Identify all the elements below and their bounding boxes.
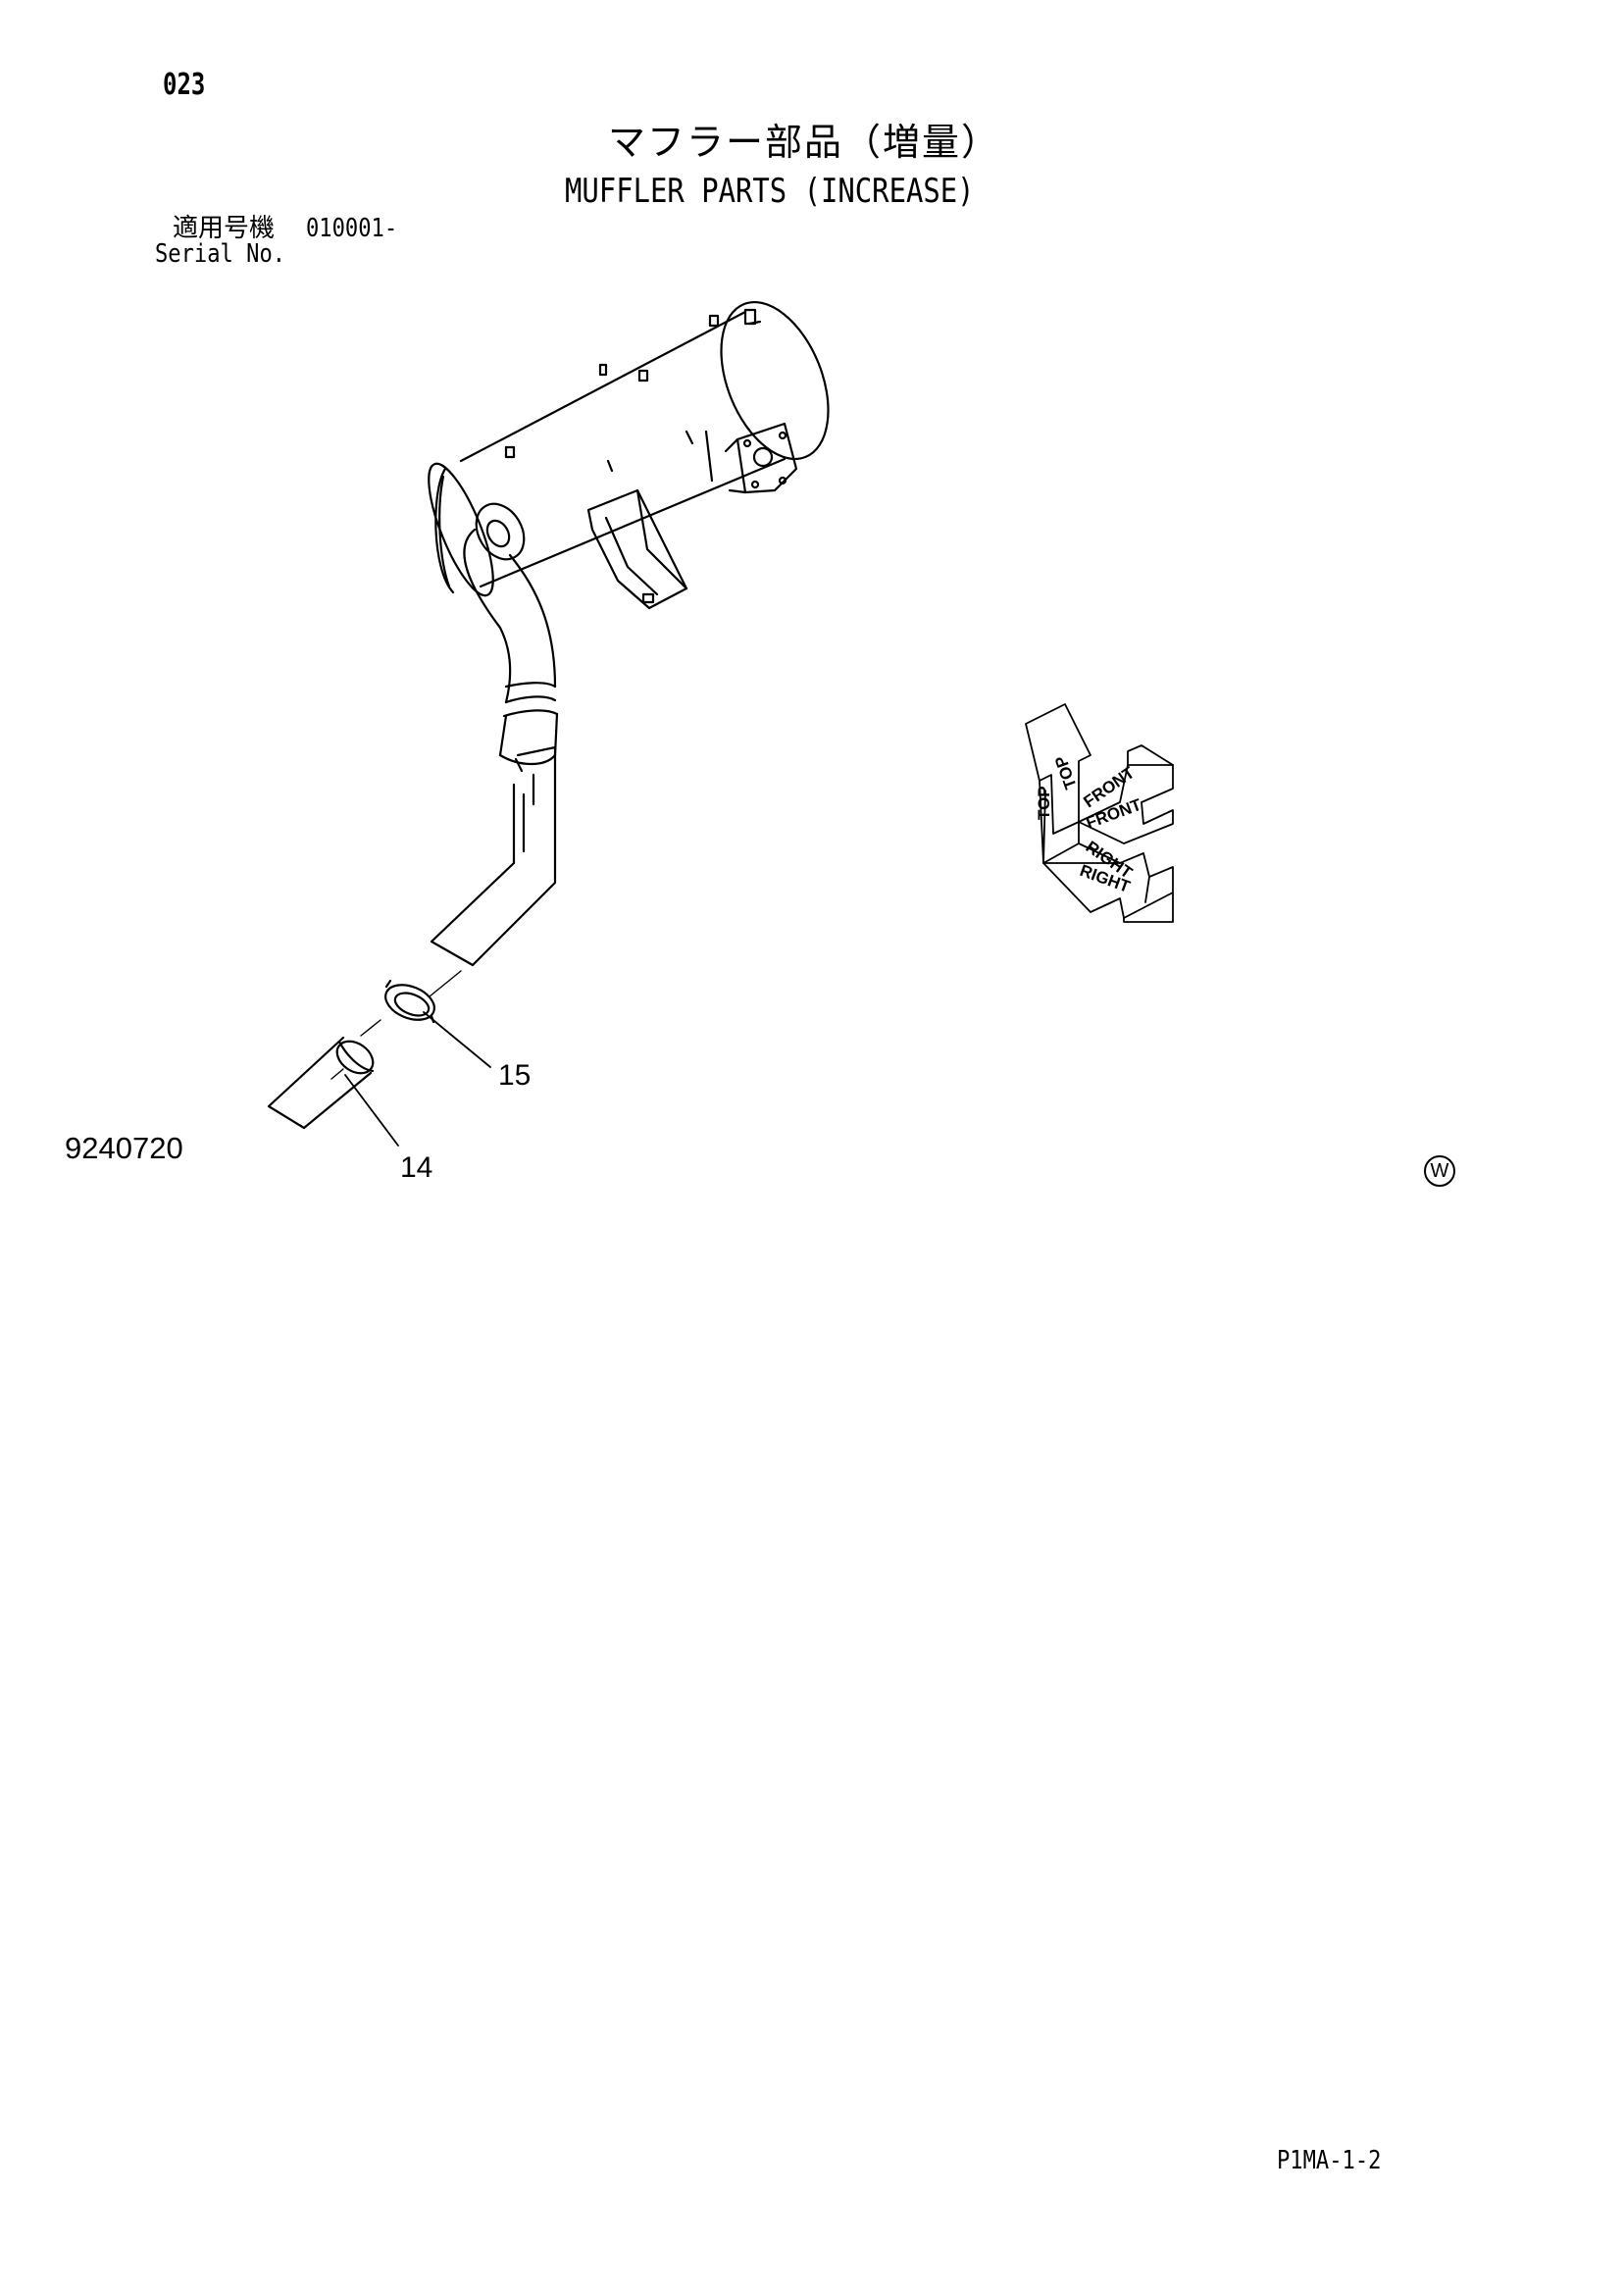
callout-14: 14	[400, 1151, 433, 1184]
outlet-elbow	[463, 502, 559, 773]
orientation-cube-icon: TOP TOP FRONT FRONT RIGHT RIGHT	[1025, 703, 1174, 923]
serial-label-japanese: 適用号機	[173, 214, 276, 243]
page-title-english: MUFFLER PARTS (INCREASE)	[565, 172, 975, 211]
page-code: P1MA-1-2	[1277, 2146, 1382, 2175]
callout-15: 15	[498, 1059, 532, 1092]
assembly-lines	[330, 970, 462, 1080]
serial-number-value: 010001-	[306, 214, 398, 243]
orientation-label-top-2: TOP	[1051, 753, 1081, 791]
tail-pipe	[430, 745, 557, 967]
clamp-ring	[384, 979, 435, 1024]
serial-label-english: Serial No.	[155, 239, 286, 269]
leader-lines	[344, 1011, 491, 1147]
figure-number: 9240720	[65, 1131, 183, 1165]
page-title-japanese: マフラー部品（増量）	[608, 121, 1001, 164]
page-number: 023	[163, 68, 206, 102]
orientation-label-top-1: TOP	[1035, 786, 1053, 820]
muffler-body	[428, 300, 830, 610]
tail-cover	[267, 1036, 375, 1130]
w-mark-icon: W	[1424, 1155, 1455, 1187]
